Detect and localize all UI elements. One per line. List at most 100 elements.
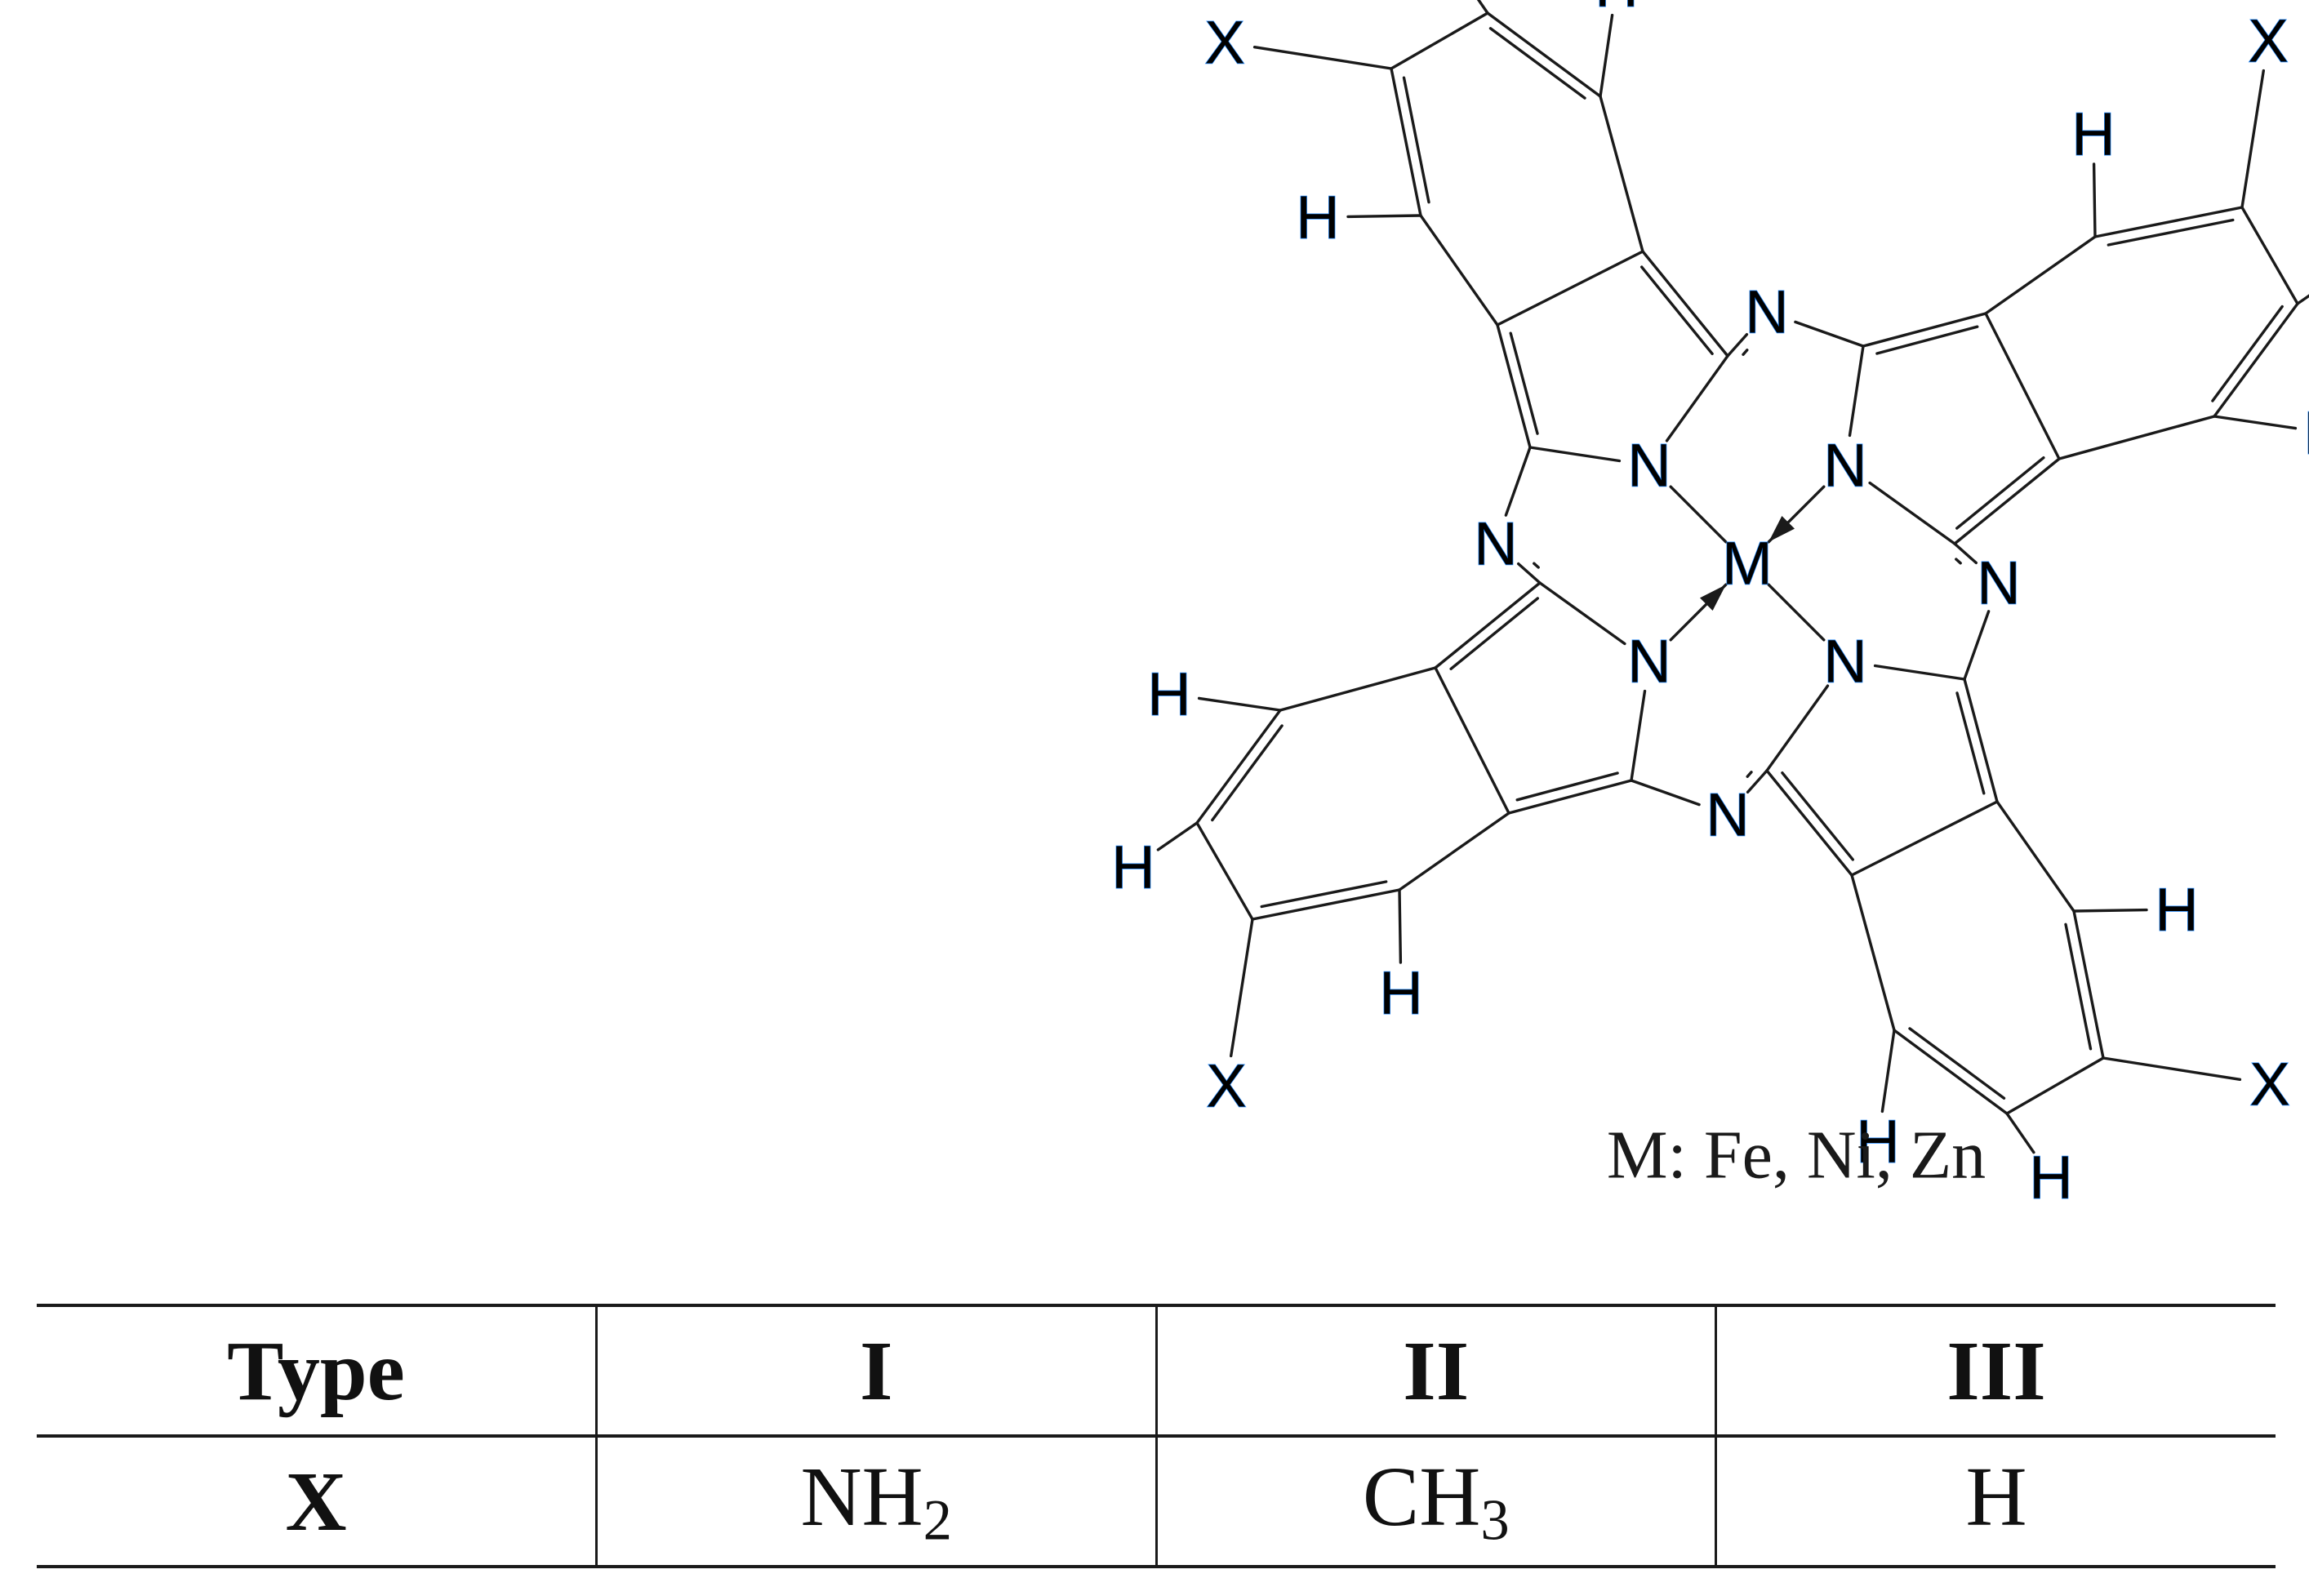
bond-line <box>1880 1029 1896 1114</box>
bond-line <box>1398 811 1510 891</box>
meso-nitrogen-upper-left: N <box>1745 278 1788 346</box>
double-bond-line <box>1742 349 1749 356</box>
double-bond-line <box>1955 691 1986 795</box>
formula-subscript: 2 <box>923 1488 953 1553</box>
bond-line <box>1893 1029 2009 1115</box>
substituent-x-lower-right: X <box>2249 1051 2289 1118</box>
bond-line <box>1252 46 1393 70</box>
bond-line <box>1599 95 1644 253</box>
bond-line <box>1995 800 2075 913</box>
double-bond-line <box>1509 331 1539 435</box>
bond-line <box>1953 457 2061 545</box>
bond-line <box>2072 909 2105 1060</box>
formula-subscript: 3 <box>1480 1488 1510 1553</box>
bond-line <box>1665 354 1729 442</box>
header-type-iii: III <box>1715 1304 2276 1438</box>
double-bond-line <box>2064 922 2093 1051</box>
bond-line <box>2093 206 2244 238</box>
bond-line <box>1868 481 1956 545</box>
bond-line <box>2058 415 2216 460</box>
double-bond-line <box>1533 562 1540 569</box>
bond-line <box>1195 709 1282 825</box>
coordination-arrowhead <box>1700 585 1726 611</box>
double-bond-line <box>2211 305 2284 402</box>
bond-line <box>1963 678 1999 803</box>
substituent-x-upper-right: X <box>2248 7 2288 75</box>
row-label-x: X <box>37 1436 597 1568</box>
table-row: X NH2 CH3 H <box>37 1436 2276 1568</box>
bond-line <box>1848 345 1865 438</box>
atom-labels: NNHHHXNNHHHXNNHHHXNNHHHXM <box>1111 0 2309 1211</box>
hydrogen-lower-left-b: H <box>1379 959 1422 1027</box>
hydrogen-upper-right-a: H <box>2303 399 2309 467</box>
header-type-ii: II <box>1154 1304 1716 1438</box>
bond-line <box>1195 821 1254 921</box>
formula-base: NH <box>800 1450 923 1545</box>
bond-line <box>1486 11 1602 98</box>
formula-base: H <box>1965 1450 2027 1545</box>
bond-line <box>2102 1056 2242 1082</box>
double-bond-line <box>1875 325 1979 355</box>
bond-line <box>1229 918 1254 1058</box>
bond-line <box>2092 162 2097 238</box>
bond-line <box>1641 250 1729 358</box>
bond-line <box>2005 1056 2105 1115</box>
bond-line <box>1279 666 1437 712</box>
meso-nitrogen-lower-right: N <box>1706 781 1749 849</box>
coordination-bond <box>1767 583 1826 642</box>
double-bond-line <box>1449 597 1540 670</box>
coordination-arrowhead <box>1768 516 1795 542</box>
value-type-i: NH2 <box>595 1436 1156 1568</box>
bond-line <box>1765 684 1830 772</box>
bond-line <box>1953 542 1978 565</box>
double-bond-line <box>1488 27 1586 100</box>
bond-line <box>1507 779 1633 815</box>
bond-line <box>2240 69 2266 209</box>
header-type: Type <box>37 1304 597 1438</box>
bond-line <box>2240 206 2299 305</box>
bond-line <box>2296 294 2309 305</box>
bond-line <box>1765 769 1853 877</box>
hydrogen-lower-left-c: H <box>1111 834 1154 901</box>
meso-nitrogen-upper-right: N <box>1977 549 2020 617</box>
bond-line <box>2213 415 2298 430</box>
bond-line <box>2072 908 2148 913</box>
bond-line <box>1850 874 1896 1032</box>
double-bond-line <box>1955 456 2045 530</box>
bond-line <box>1390 67 1422 217</box>
bond-line <box>1251 888 1401 921</box>
bond-line <box>1504 446 1532 517</box>
double-bond-line <box>1955 558 1962 565</box>
bond-line <box>1862 312 1987 348</box>
bond-line <box>1538 581 1626 646</box>
table-header-row: Type I II III <box>37 1304 2276 1438</box>
hydrogen-lower-right-b: H <box>2155 876 2198 944</box>
bond-line <box>1746 769 1768 794</box>
double-bond-line <box>1746 771 1753 778</box>
bond-line <box>1726 333 1749 358</box>
bond-line <box>1434 581 1542 669</box>
bond-line <box>1630 779 1701 807</box>
bond-line <box>1476 0 1489 15</box>
value-type-ii: CH3 <box>1154 1436 1716 1568</box>
bond-line <box>1516 562 1542 585</box>
double-bond-line <box>1515 771 1619 802</box>
hydrogen-lower-left-a: H <box>1147 660 1190 728</box>
hydrogen-lower-right-c: H <box>2029 1144 2072 1211</box>
double-bond-line <box>1781 771 1855 861</box>
bond-lines <box>1156 0 2309 1154</box>
metal-center: M <box>1722 530 1773 598</box>
double-bond-line <box>1211 724 1284 822</box>
bond-line <box>1390 11 1489 70</box>
bond-line <box>1984 312 2061 460</box>
bond-line <box>1496 323 1532 449</box>
coordination-bond <box>1669 485 1728 544</box>
hydrogen-upper-left-b: H <box>1296 184 1339 251</box>
double-bond-line <box>2107 218 2235 247</box>
bond-line <box>1398 888 1403 964</box>
bond-line <box>1873 664 1966 681</box>
bond-line <box>1599 13 1614 98</box>
bond-line <box>2005 1112 2035 1154</box>
double-bond-line <box>1639 265 1714 355</box>
double-bond-line <box>1908 1027 2006 1100</box>
